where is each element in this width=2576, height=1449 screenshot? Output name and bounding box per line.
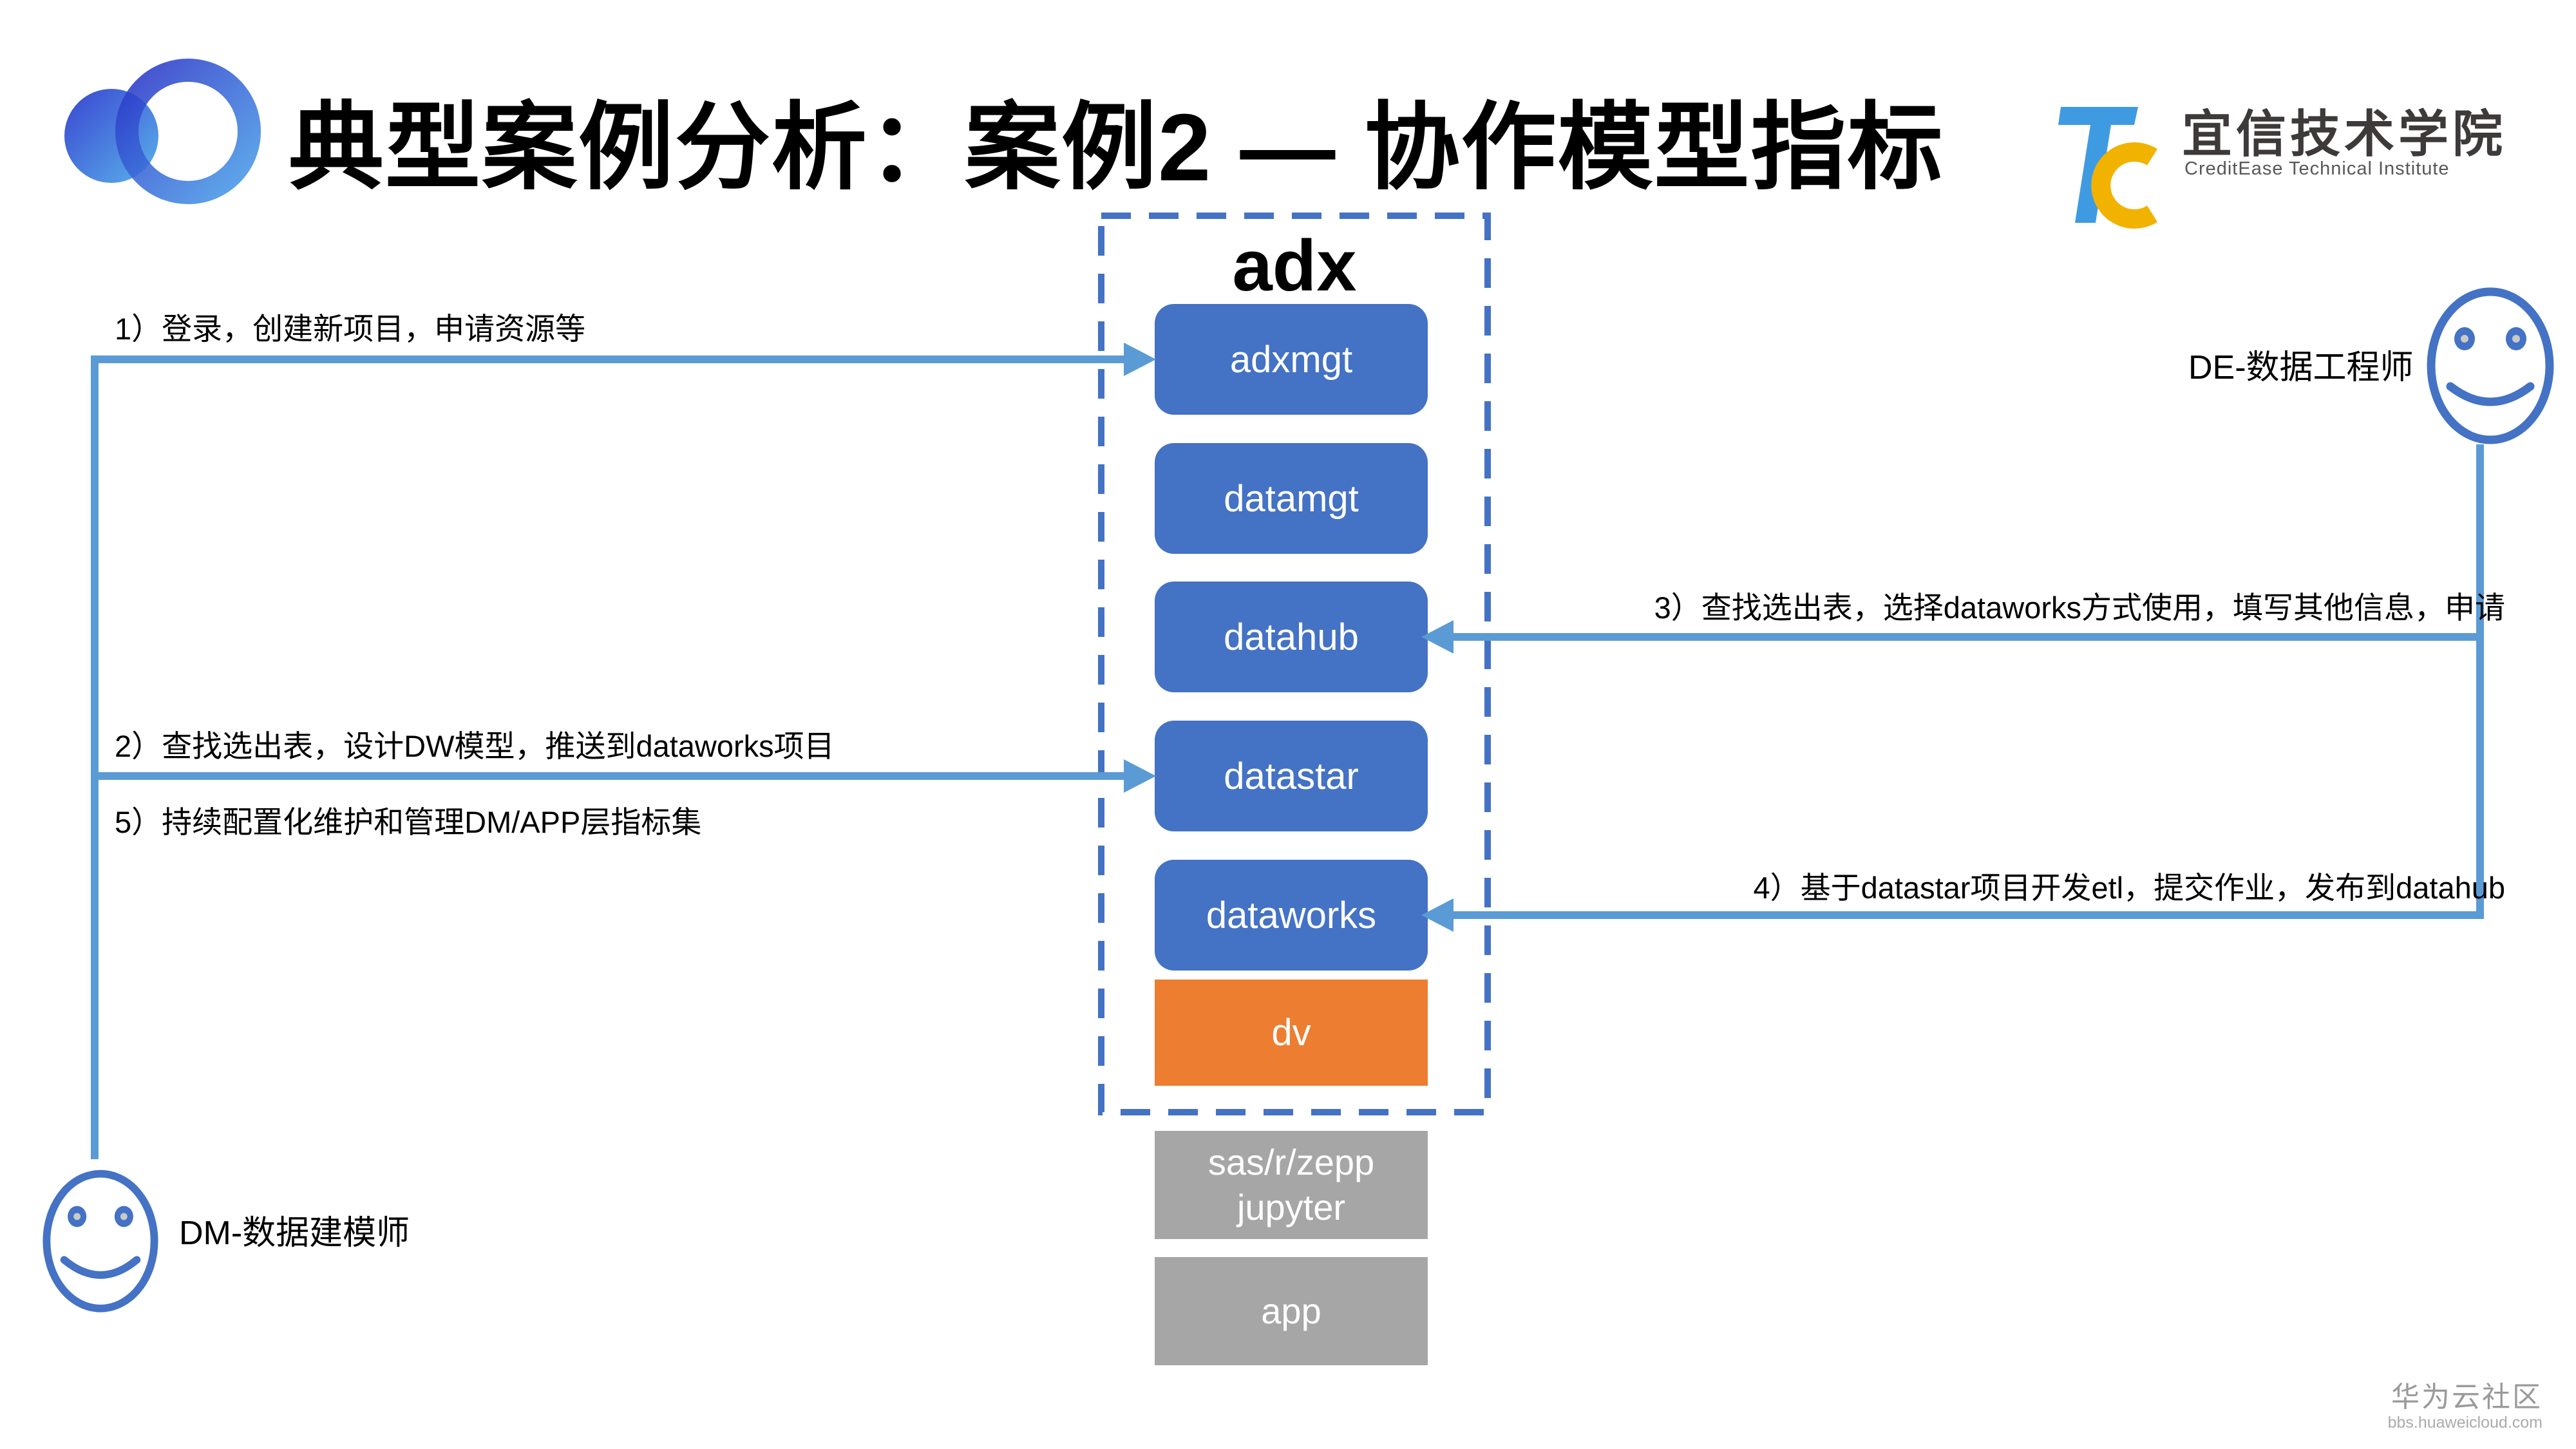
dm-smiley-icon [43,1170,158,1312]
annotation-step2: 2）查找选出表，设计DW模型，推送到dataworks项目 [115,729,835,763]
de-actor-label: DE-数据工程师 [2188,349,2414,386]
logo-c-shape [2091,142,2157,229]
module-adxmgt: adxmgt [1155,304,1428,415]
module-datahub: datahub [1155,582,1428,692]
annotation-step3: 3）查找选出表，选择dataworks方式使用，填写其他信息，申请 [1654,591,2505,625]
page-title: 典型案例分析：案例2 — 协作模型指标 [289,95,1944,201]
de-connector-vertical-line [2476,444,2484,919]
adx-group-label: adx [1232,225,1357,306]
dm-actor-label: DM-数据建模师 [179,1215,410,1252]
adx-dashed-container [1098,213,1491,1115]
step3-arrowhead-icon [1421,620,1454,654]
watermark: 华为云社区 bbs.huaweicloud.com [2388,1381,2543,1432]
ring-circle [115,59,261,204]
watermark-title: 华为云社区 [2391,1381,2543,1413]
circles-logo [64,59,261,204]
module-dv: dv [1155,980,1428,1086]
ext-label-line1: sas/r/zepp [1208,1142,1375,1182]
dashed-border [1098,213,1491,1115]
watermark-url: bbs.huaweicloud.com [2387,1414,2543,1432]
step4-arrowhead-icon [1421,898,1454,932]
module-label: dataworks [1206,894,1377,936]
brand-name-en: CreditEase Technical Institute [2184,158,2450,179]
creditease-logo-icon [2058,107,2157,229]
annotation-step1: 1）登录，创建新项目，申请资源等 [115,312,586,346]
module-app: app [1155,1257,1428,1365]
ext-label: app [1261,1291,1321,1331]
module-label: adxmgt [1229,338,1353,381]
module-label: datamgt [1224,477,1359,520]
ext-label-line2: jupyter [1236,1187,1346,1227]
step3-arrow-line [1452,633,2483,641]
dm-connector-vertical-line [91,355,99,1159]
step2-arrowhead-icon [1124,759,1156,793]
module-dataworks: dataworks [1155,860,1428,971]
step4-arrow-line [1452,911,2483,919]
module-datamgt: datamgt [1155,443,1428,554]
step1-arrowhead-icon [1124,343,1156,376]
module-datastar: datastar [1155,721,1428,831]
step1-arrow-line [95,355,1125,363]
module-label: datahub [1224,616,1359,658]
brand-name-cn: 宜信技术学院 [2182,106,2507,162]
module-sas-jupyter: sas/r/zepp jupyter [1155,1131,1428,1239]
annotation-step5: 5）持续配置化维护和管理DM/APP层指标集 [115,805,702,839]
module-label: datastar [1224,755,1359,797]
step2-arrow-line [95,772,1125,780]
module-label: dv [1271,1012,1311,1054]
annotation-step4: 4）基于datastar项目开发etl，提交作业，发布到datahub [1753,871,2506,905]
de-smiley-icon [2427,287,2554,444]
